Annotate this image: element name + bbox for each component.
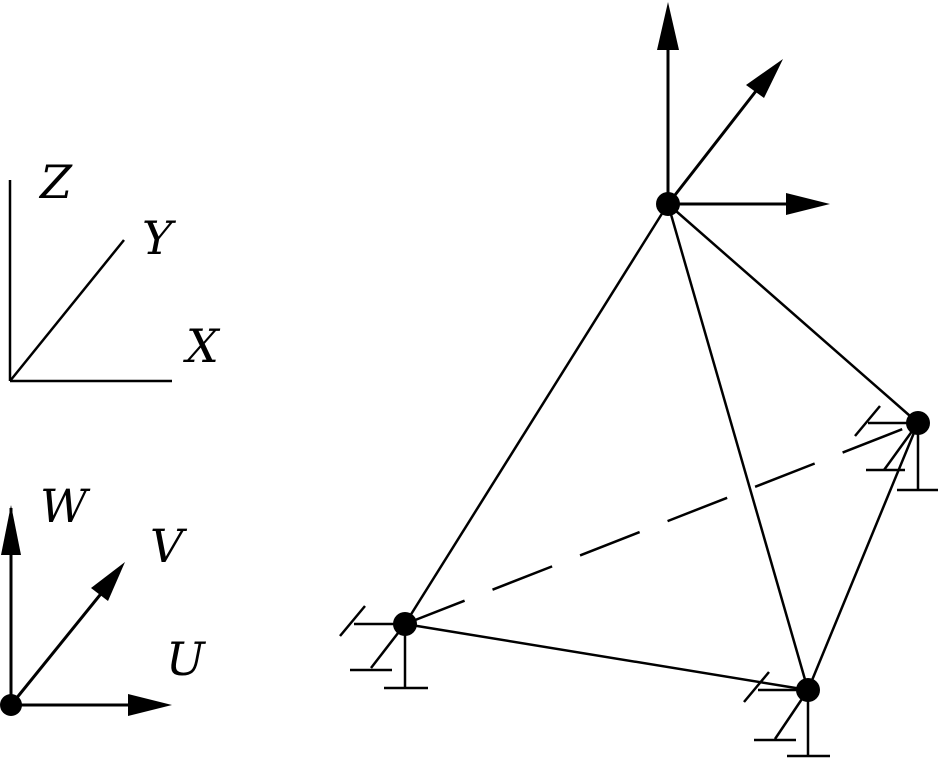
origin-node [0,694,22,716]
apex-v-arrow [666,90,758,205]
v-axis-arrow [9,589,106,706]
w-label: W [40,479,91,533]
node-left [393,612,417,636]
v-label: V [150,519,188,573]
global-y-axis [9,239,125,382]
apex-u-arrowhead [786,193,830,215]
tetrahedron [403,203,920,692]
displacement-axes [0,505,172,716]
node-front [796,678,820,702]
global-x-label: X [183,319,221,373]
edge-apex-left [403,203,670,625]
global-y-label: Y [142,211,177,265]
edge-left-front [404,622,809,692]
edge-apex-right [667,203,919,424]
v-arrowhead [91,562,125,601]
node-apex [656,192,680,216]
w-arrowhead [1,505,21,555]
apex-v-arrowhead [746,59,783,98]
global-axes [8,180,172,383]
u-arrowhead [128,694,172,716]
node-right [906,411,930,435]
apex-w-arrowhead [657,2,679,50]
edge-apex-front [666,203,810,691]
edge-front-right [806,422,920,691]
edge-left-right-hidden [404,421,919,626]
nodes [393,192,930,702]
apex-dof-arrows [657,2,830,215]
global-z-label: Z [38,155,73,209]
u-label: U [166,632,207,686]
